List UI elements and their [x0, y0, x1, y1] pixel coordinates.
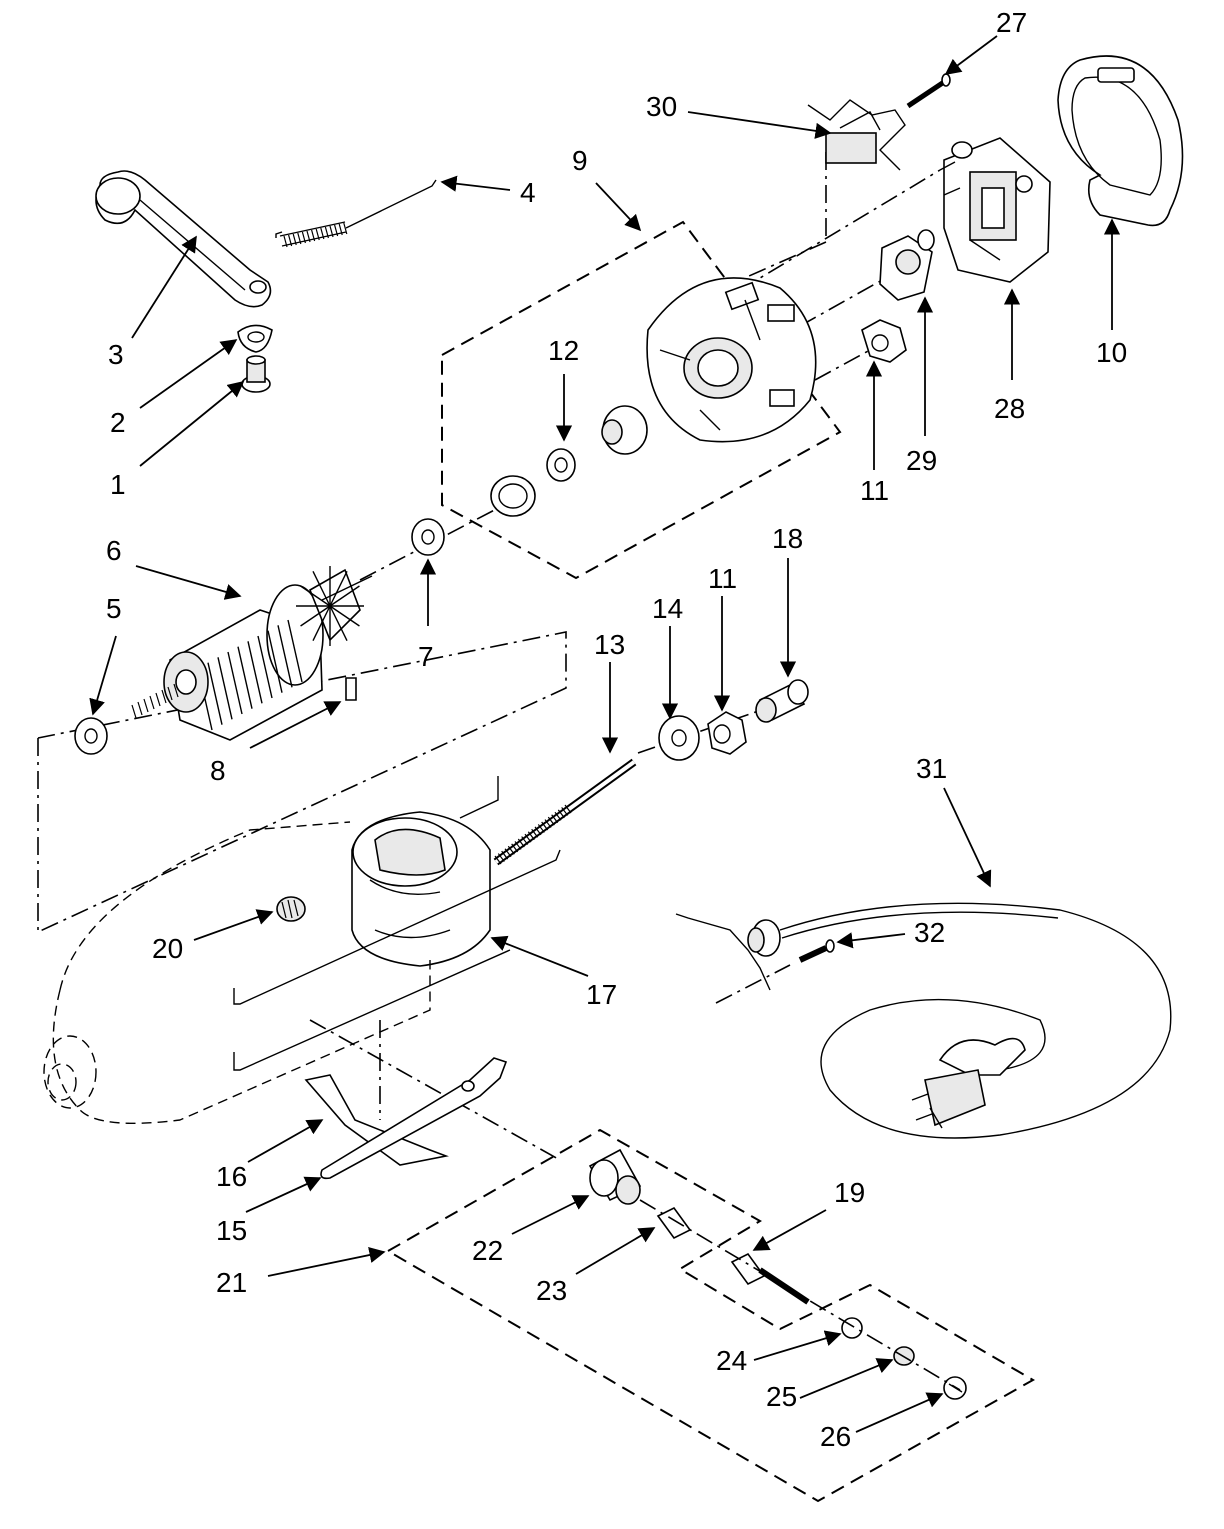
label-11-lower: 11	[708, 563, 737, 594]
label-30: 30	[646, 91, 677, 122]
part-18-sleeve	[755, 679, 809, 723]
assembly-line-30b	[739, 241, 827, 281]
label-17: 17	[586, 979, 617, 1010]
label-23: 23	[536, 1275, 567, 1306]
part-29-speed-control	[879, 229, 935, 301]
part-26-cap-screw	[943, 1376, 967, 1400]
label-28: 28	[994, 393, 1025, 424]
part-6-armature	[131, 566, 373, 741]
group-box-21	[385, 1128, 1036, 1503]
part-27-screw	[906, 73, 951, 109]
part-8-pin	[345, 677, 357, 701]
label-4: 4	[520, 177, 536, 208]
label-6: 6	[106, 535, 122, 566]
label-5: 5	[106, 593, 122, 624]
part-28-control-plate	[939, 137, 1051, 283]
part-7-washer	[411, 518, 445, 556]
part-4-spring	[275, 179, 437, 248]
assembly-line-28	[739, 169, 941, 291]
label-8: 8	[210, 755, 226, 786]
label-26: 26	[820, 1421, 851, 1452]
assembly-line-29	[799, 269, 901, 327]
leader-lines	[89, 35, 1121, 1433]
part-retaining-ring	[490, 475, 536, 517]
label-11-upper: 11	[860, 475, 889, 506]
label-24: 24	[716, 1345, 747, 1376]
assembly-line-11	[814, 349, 871, 381]
part-15-lever-arm	[320, 1057, 508, 1180]
part-16-bracket	[304, 1074, 449, 1166]
part-19-brush-spring	[730, 1252, 810, 1305]
part-2-triangle-washer	[237, 324, 273, 353]
part-22-brush-holder	[588, 1148, 642, 1205]
part-rod-upper	[233, 849, 561, 1005]
label-25: 25	[766, 1381, 797, 1412]
label-32: 32	[914, 917, 945, 948]
part-5-washer	[74, 717, 108, 755]
label-7: 7	[418, 641, 434, 672]
label-21: 21	[216, 1267, 247, 1298]
label-31: 31	[916, 753, 947, 784]
part-1-screw	[241, 355, 271, 393]
label-29: 29	[906, 445, 937, 476]
label-3: 3	[108, 339, 124, 370]
label-12: 12	[548, 335, 579, 366]
part-11-nut-lower	[707, 711, 747, 755]
part-32-screw	[798, 939, 835, 963]
assembly-line-32	[715, 964, 791, 1004]
part-14-lock-washer	[658, 715, 700, 761]
group-box-9	[441, 220, 842, 580]
part-20-setscrew	[276, 896, 306, 922]
part-23-brush	[656, 1206, 692, 1240]
part-31-power-cord	[675, 902, 1172, 1139]
part-17-field	[351, 811, 491, 967]
label-1: 1	[110, 469, 126, 500]
label-14: 14	[652, 593, 683, 624]
part-11-nut-upper	[861, 319, 907, 363]
label-22: 22	[472, 1235, 503, 1266]
label-19: 19	[834, 1177, 865, 1208]
label-27: 27	[996, 7, 1027, 38]
label-10: 10	[1096, 337, 1127, 368]
part-10-cover	[1057, 55, 1184, 227]
label-16: 16	[216, 1161, 247, 1192]
motor-housing-outline	[43, 821, 431, 1125]
assembly-line-armature	[37, 631, 567, 934]
part-12-bushing	[546, 405, 648, 482]
label-13: 13	[594, 629, 625, 660]
part-30-terminal	[807, 99, 906, 171]
part-rod-lower	[233, 949, 511, 1071]
label-2: 2	[110, 407, 126, 438]
part-9-end-bell	[646, 277, 817, 443]
callout-labels: 1 2 3 4 9 10 11 12 29 28 27 30 6 5 7 8 1…	[106, 7, 1127, 1452]
label-9: 9	[572, 145, 588, 176]
part-13-rod	[493, 758, 637, 866]
label-15: 15	[216, 1215, 247, 1246]
part-3-lever	[95, 170, 272, 308]
label-20: 20	[152, 933, 183, 964]
assembly-line-brush	[309, 1019, 561, 1161]
label-18: 18	[772, 523, 803, 554]
